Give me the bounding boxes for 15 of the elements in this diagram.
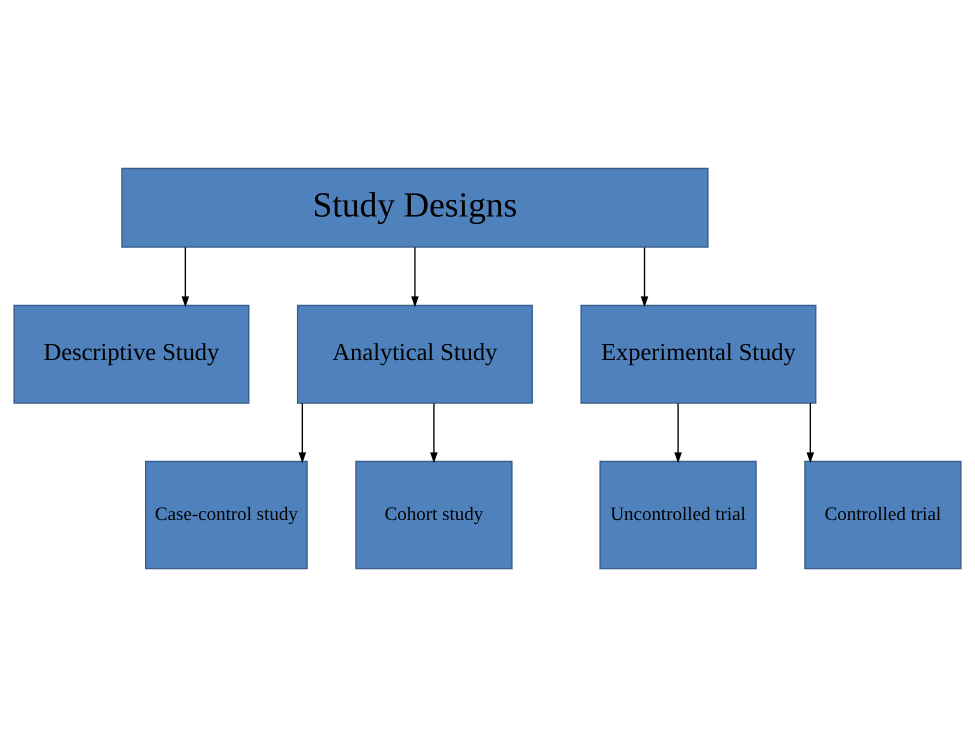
arrow — [640, 247, 648, 308]
node-box: Descriptive Study — [13, 304, 250, 404]
arrow — [298, 403, 306, 464]
node-box: Analytical Study — [296, 304, 533, 404]
node-box: Controlled trial — [804, 460, 962, 570]
arrow — [411, 247, 419, 308]
arrow — [182, 247, 190, 308]
node-box: Uncontrolled trial — [599, 460, 757, 570]
node-box: Study Designs — [121, 168, 709, 248]
node-box: Case-control study — [145, 460, 308, 570]
arrow — [806, 403, 814, 464]
node-box: Experimental Study — [580, 304, 816, 404]
arrow — [674, 403, 682, 464]
arrow — [430, 403, 438, 464]
node-box: Cohort study — [355, 460, 513, 570]
